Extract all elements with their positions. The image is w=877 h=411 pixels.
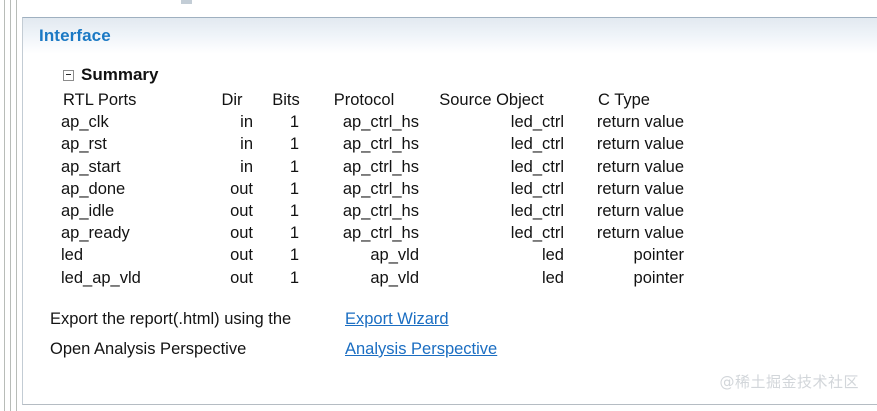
cell-rtl-port: ap_idle xyxy=(61,202,115,221)
cell-bits: 1 xyxy=(289,224,299,243)
cell-source-object: led_ctrl xyxy=(510,179,564,198)
cell-protocol: ap_ctrl_hs xyxy=(342,202,419,221)
clipped-glyph-fragment xyxy=(181,0,192,4)
cell-source-object: led xyxy=(541,268,564,287)
cell-rtl-port: led xyxy=(61,246,84,265)
rtl-ports-table: RTL Ports Dir Bits Protocol Source Objec… xyxy=(51,90,684,290)
edge-rule-inner xyxy=(16,0,17,411)
cell-dir: in xyxy=(240,113,253,132)
cell-source-object: led_ctrl xyxy=(510,113,564,132)
table-row: ap_done out 1 ap_ctrl_hs led_ctrl return… xyxy=(51,179,684,201)
cell-dir: in xyxy=(240,157,253,176)
cell-bits: 1 xyxy=(289,113,299,132)
column-header-c-type: C Type xyxy=(598,91,650,109)
cell-source-object: led_ctrl xyxy=(510,224,564,243)
cell-rtl-port: ap_ready xyxy=(61,224,130,243)
cell-protocol: ap_ctrl_hs xyxy=(342,113,419,132)
cell-dir: in xyxy=(240,135,253,154)
cell-source-object: led_ctrl xyxy=(510,157,564,176)
cell-rtl-port: ap_rst xyxy=(61,135,107,154)
table-header-row: RTL Ports Dir Bits Protocol Source Objec… xyxy=(51,90,684,112)
edge-rule-middle xyxy=(10,0,11,411)
cell-c-type: return value xyxy=(596,135,684,154)
cell-rtl-port: ap_start xyxy=(61,157,121,176)
cell-source-object: led_ctrl xyxy=(510,202,564,221)
cell-c-type: pointer xyxy=(633,246,684,265)
table-row: ap_rst in 1 ap_ctrl_hs led_ctrl return v… xyxy=(51,134,684,156)
cell-protocol: ap_ctrl_hs xyxy=(342,157,419,176)
cell-dir: out xyxy=(230,246,253,265)
table-body: ap_clk in 1 ap_ctrl_hs led_ctrl return v… xyxy=(51,112,684,290)
cell-c-type: return value xyxy=(596,179,684,198)
cell-source-object: led_ctrl xyxy=(510,135,564,154)
cell-dir: out xyxy=(230,202,253,221)
left-edge-rules xyxy=(0,0,22,411)
cell-c-type: pointer xyxy=(633,268,684,287)
table-row: led out 1 ap_vld led pointer xyxy=(51,245,684,267)
cell-bits: 1 xyxy=(289,135,299,154)
cell-bits: 1 xyxy=(289,157,299,176)
cell-bits: 1 xyxy=(289,202,299,221)
cell-protocol: ap_ctrl_hs xyxy=(342,224,419,243)
cell-c-type: return value xyxy=(596,157,684,176)
cell-rtl-port: ap_done xyxy=(61,179,126,198)
export-report-label: Export the report(.html) using the xyxy=(50,309,292,328)
tree-node-summary[interactable]: Summary xyxy=(63,65,877,85)
cell-rtl-port: ap_clk xyxy=(61,113,109,132)
cell-dir: out xyxy=(230,179,253,198)
export-report-row: Export the report(.html) using the Expor… xyxy=(50,310,877,340)
table-row: ap_ready out 1 ap_ctrl_hs led_ctrl retur… xyxy=(51,223,684,245)
table-row: ap_clk in 1 ap_ctrl_hs led_ctrl return v… xyxy=(51,112,684,134)
table-row: ap_start in 1 ap_ctrl_hs led_ctrl return… xyxy=(51,157,684,179)
collapse-minus-icon[interactable] xyxy=(63,69,74,81)
cell-dir: out xyxy=(230,268,253,287)
interface-panel: Interface Summary RTL Ports Dir Bits Pro… xyxy=(22,17,877,405)
cell-protocol: ap_ctrl_hs xyxy=(342,179,419,198)
tree-node-label: Summary xyxy=(81,65,159,84)
analysis-perspective-link[interactable]: Analysis Perspective xyxy=(345,339,498,358)
section-header: Interface xyxy=(23,18,877,54)
cell-rtl-port: led_ap_vld xyxy=(61,268,141,287)
cell-bits: 1 xyxy=(289,246,299,265)
column-header-source-object: Source Object xyxy=(439,91,544,109)
analysis-perspective-row: Open Analysis Perspective Analysis Persp… xyxy=(50,340,877,370)
watermark: @稀土掘金技术社区 xyxy=(719,373,859,391)
cell-bits: 1 xyxy=(289,179,299,198)
cell-bits: 1 xyxy=(289,268,299,287)
cell-c-type: return value xyxy=(596,202,684,221)
cell-source-object: led xyxy=(541,246,564,265)
cell-protocol: ap_vld xyxy=(370,246,419,265)
analysis-perspective-label: Open Analysis Perspective xyxy=(50,339,247,358)
page-title: Interface xyxy=(39,26,111,45)
footer-links: Export the report(.html) using the Expor… xyxy=(50,310,877,370)
cell-protocol: ap_vld xyxy=(370,268,419,287)
column-header-rtl-ports: RTL Ports xyxy=(63,91,137,109)
column-header-dir: Dir xyxy=(221,91,243,109)
panel-body: Summary RTL Ports Dir Bits Protocol Sour… xyxy=(23,65,877,370)
cell-protocol: ap_ctrl_hs xyxy=(342,135,419,154)
export-wizard-link[interactable]: Export Wizard xyxy=(345,309,449,328)
table-row: ap_idle out 1 ap_ctrl_hs led_ctrl return… xyxy=(51,201,684,223)
table-row: led_ap_vld out 1 ap_vld led pointer xyxy=(51,268,684,290)
cell-c-type: return value xyxy=(596,224,684,243)
column-header-bits: Bits xyxy=(272,91,300,109)
edge-rule-outer xyxy=(4,0,5,411)
cell-dir: out xyxy=(230,224,253,243)
column-header-protocol: Protocol xyxy=(333,91,395,109)
cell-c-type: return value xyxy=(596,113,684,132)
